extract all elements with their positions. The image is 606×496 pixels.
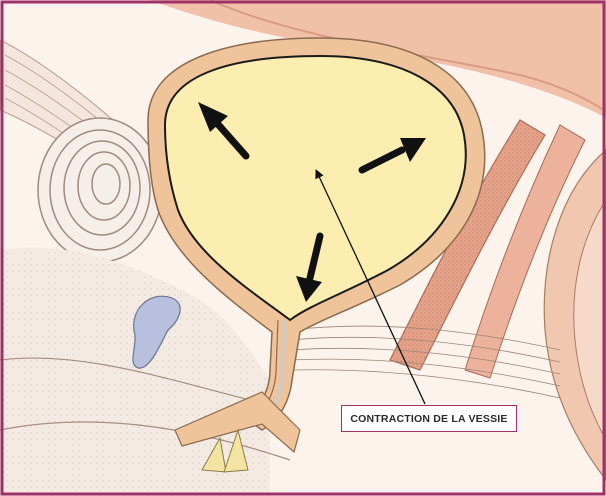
callout-label-text: CONTRACTION DE LA VESSIE <box>350 413 507 425</box>
spiral-structure <box>38 118 162 262</box>
callout-label: CONTRACTION DE LA VESSIE <box>341 405 517 432</box>
